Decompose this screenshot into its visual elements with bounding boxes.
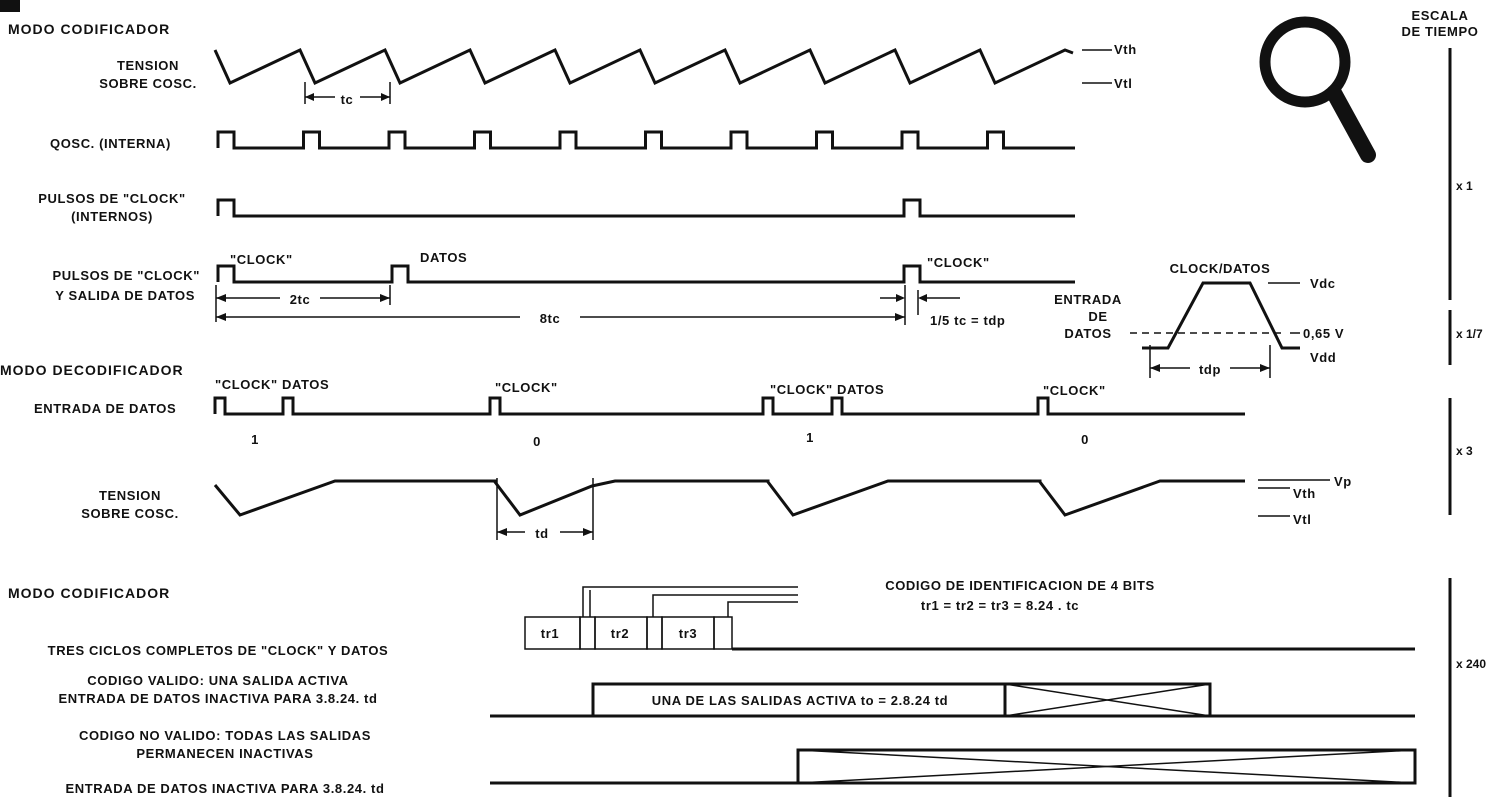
decoder-tension-label-1: TENSION (99, 488, 161, 503)
valid-label-1: CODIGO VALIDO: UNA SALIDA ACTIVA (87, 673, 348, 688)
inactive-cross-2 (797, 749, 1416, 784)
tr3-gap-box (713, 616, 733, 650)
inset-trapezoid-wave (1142, 281, 1300, 350)
td-arrowhead-left (497, 528, 507, 536)
clock-data-label-2: Y SALIDA DE DATOS (55, 288, 195, 303)
decoder-voltage-wave (213, 479, 1245, 517)
clock-data-label-1: PULSOS DE "CLOCK" (53, 268, 200, 283)
scale-x1: x 1 (1456, 179, 1473, 193)
fifth-tc-label: 1/5 tc = tdp (930, 313, 1005, 328)
tr1-gap-box (579, 616, 596, 650)
decoder-vtl-label: Vtl (1293, 512, 1311, 527)
scale-x1-7: x 1/7 (1456, 327, 1483, 341)
fifth-arrowhead-left (896, 294, 905, 302)
inset-tdp-arrowhead-left (1150, 364, 1160, 372)
two-tc-label: 2tc (290, 292, 311, 307)
fifth-arrowhead-right (918, 294, 927, 302)
td-arrowhead-right (583, 528, 593, 536)
bit-label-1: 1 (251, 432, 259, 447)
decoder-entrada-label: ENTRADA DE DATOS (34, 401, 176, 416)
inset-title: CLOCK/DATOS (1170, 261, 1271, 276)
invalid-label-2: PERMANECEN INACTIVAS (136, 746, 313, 761)
decoder-data-input-wave (213, 396, 1245, 416)
decoder-tension-label-2: SOBRE COSC. (81, 506, 179, 521)
encoder-vtl-label: Vtl (1114, 76, 1132, 91)
scale-x240: x 240 (1456, 657, 1486, 671)
bracket-leader-1 (582, 586, 798, 617)
encoder-mode-title: MODO CODIFICADOR (8, 21, 170, 37)
clock-pulses-label-2: (INTERNOS) (71, 209, 153, 224)
decoder-mode-title: MODO DECODIFICADOR (0, 362, 184, 378)
inset-065-label: 0,65 V (1303, 326, 1344, 341)
scale-title-2: DE TIEMPO (1402, 24, 1479, 39)
encoder-tension-label-1: TENSION (117, 58, 179, 73)
encoder2-mode-title: MODO CODIFICADOR (8, 585, 170, 601)
magnifier-icon (1259, 16, 1376, 163)
datos-word: DATOS (420, 250, 467, 265)
inactive-box (796, 748, 1417, 785)
scale-title-1: ESCALA (1411, 8, 1468, 23)
decoder-clock-1: "CLOCK" (495, 380, 558, 395)
inset-entrada-2: DE (1088, 309, 1107, 324)
tc-label: tc (341, 92, 354, 107)
code-title: CODIGO DE IDENTIFICACION DE 4 BITS (885, 578, 1155, 593)
scale-x3: x 3 (1456, 444, 1473, 458)
tc-arrowhead-left (305, 93, 314, 101)
tr2-label: tr2 (611, 626, 629, 641)
code-formula: tr1 = tr2 = tr3 = 8.24 . tc (921, 598, 1079, 613)
decoder-vth-label: Vth (1293, 486, 1316, 501)
dim-2tc-arrowhead-left (216, 294, 226, 302)
bracket-leader-3 (652, 594, 798, 617)
invalid-label-1: CODIGO NO VALIDO: TODAS LAS SALIDAS (79, 728, 371, 743)
valid-output-box (591, 682, 1212, 718)
encoder-tension-label-2: SOBRE COSC. (99, 76, 197, 91)
decoder-clock-datos-1: "CLOCK" DATOS (215, 377, 329, 392)
valid-cross-2 (1004, 683, 1211, 717)
inset-tdp-arrowhead-right (1260, 364, 1270, 372)
valid-label-2: ENTRADA DE DATOS INACTIVA PARA 3.8.24. t… (58, 691, 377, 706)
encoder-vth-label: Vth (1114, 42, 1137, 57)
tr3-label: tr3 (679, 626, 697, 641)
decoder-clock-2: "CLOCK" (1043, 383, 1106, 398)
tc-arrowhead-right (381, 93, 390, 101)
internal-clock-pulses (216, 198, 1075, 218)
three-cycles-label: TRES CICLOS COMPLETOS DE "CLOCK" Y DATOS (48, 643, 389, 658)
bit-label-3: 1 (806, 430, 814, 445)
clock-pulses-label-1: PULSOS DE "CLOCK" (38, 191, 185, 206)
tr1-label: tr1 (541, 626, 559, 641)
qosc-pulse-train (216, 130, 1075, 150)
inset-vdd-label: Vdd (1310, 350, 1336, 365)
clock-and-data-output-wave (216, 264, 1075, 284)
clock-word-1: "CLOCK" (230, 252, 293, 267)
inset-vdc-label: Vdc (1310, 276, 1336, 291)
dim-8tc-arrowhead-right (895, 313, 905, 321)
decoder-vp-label: Vp (1334, 474, 1352, 489)
dim-2tc-arrowhead-right (380, 294, 390, 302)
dim-8tc-arrowhead-left (216, 313, 226, 321)
corner-mark (0, 0, 20, 12)
tr2-gap-box (646, 616, 663, 650)
inset-entrada-1: ENTRADA (1054, 292, 1122, 307)
inset-entrada-3: DATOS (1064, 326, 1111, 341)
valid-box-label: UNA DE LAS SALIDAS ACTIVA to = 2.8.24 td (652, 693, 948, 708)
inset-tdp-label: tdp (1199, 362, 1221, 377)
bit-label-2: 0 (533, 434, 541, 449)
bracket-leader-4 (727, 601, 798, 617)
td-label: td (535, 526, 548, 541)
decoder-clock-datos-2: "CLOCK" DATOS (770, 382, 884, 397)
clock-word-2: "CLOCK" (927, 255, 990, 270)
qosc-label: QOSC. (INTERNA) (50, 136, 171, 151)
bit-label-4: 0 (1081, 432, 1089, 447)
inactive-label: ENTRADA DE DATOS INACTIVA PARA 3.8.24. t… (65, 781, 384, 796)
encoder-sawtooth-wave (213, 47, 1074, 86)
eight-tc-label: 8tc (540, 311, 561, 326)
